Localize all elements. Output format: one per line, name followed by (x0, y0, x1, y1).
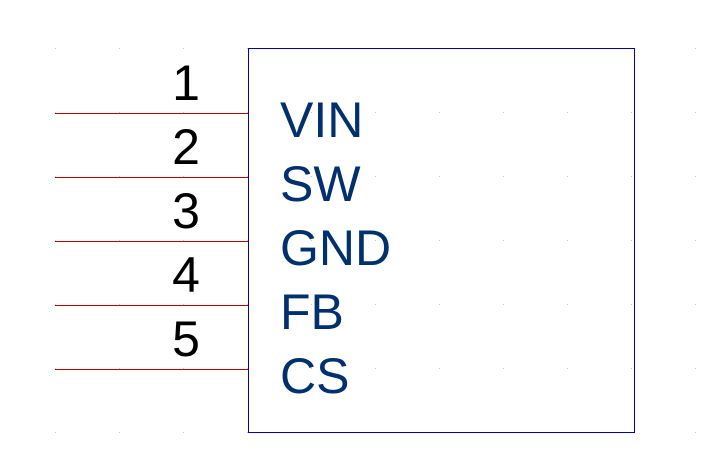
grid-dot (503, 240, 504, 241)
grid-dot (503, 176, 504, 177)
grid-dot (55, 432, 56, 433)
grid-dot (695, 304, 696, 305)
grid-dot (439, 368, 440, 369)
grid-dot (183, 48, 184, 49)
grid-dot (695, 48, 696, 49)
grid-dot (375, 112, 376, 113)
grid-dot (375, 304, 376, 305)
pin-2[interactable]: 2 SW (55, 119, 361, 212)
grid-dot (183, 304, 184, 305)
grid-dot (631, 176, 632, 177)
grid-dot (247, 304, 248, 305)
pin-5[interactable]: 5 CS (55, 311, 349, 404)
pin-4-number: 4 (172, 247, 200, 303)
grid-dot (631, 304, 632, 305)
grid-dot (311, 176, 312, 177)
grid-dot (119, 112, 120, 113)
pin-5-name: CS (280, 348, 349, 404)
grid-dot (311, 304, 312, 305)
component-body[interactable] (248, 48, 635, 433)
grid-dot (119, 432, 120, 433)
grid-dot (183, 112, 184, 113)
pin-4-name: FB (280, 284, 344, 340)
grid-dot (119, 176, 120, 177)
pin-3-name: GND (280, 220, 391, 276)
grid-dot (567, 368, 568, 369)
grid-dot (183, 368, 184, 369)
grid-dot (247, 176, 248, 177)
pin-5-number: 5 (172, 311, 200, 367)
grid-dot (183, 432, 184, 433)
grid-dot (567, 240, 568, 241)
pin-1-name: VIN (280, 92, 363, 148)
pin-2-number: 2 (172, 119, 200, 175)
grid-dot (55, 240, 56, 241)
grid-dot (375, 240, 376, 241)
grid-dot (311, 240, 312, 241)
grid-dot (375, 368, 376, 369)
grid-dot (695, 432, 696, 433)
grid-dot (695, 368, 696, 369)
grid-dot (247, 240, 248, 241)
grid-dot (439, 112, 440, 113)
grid-dot (567, 176, 568, 177)
grid-dot (439, 240, 440, 241)
grid-dot (247, 48, 248, 49)
grid-dot (503, 112, 504, 113)
grid-dot (119, 48, 120, 49)
grid-dot (183, 176, 184, 177)
grid-dot (631, 368, 632, 369)
grid-dot (55, 48, 56, 49)
grid-dot (247, 432, 248, 433)
grid-dot (119, 368, 120, 369)
pin-3-number: 3 (172, 183, 200, 239)
grid-dot (247, 368, 248, 369)
grid-dot (55, 112, 56, 113)
grid-dot (695, 112, 696, 113)
grid-dot (503, 304, 504, 305)
pin-2-name: SW (280, 156, 361, 212)
grid-dot (631, 240, 632, 241)
grid-dot (503, 368, 504, 369)
grid-dot (311, 368, 312, 369)
grid-dot (55, 368, 56, 369)
grid-dot (55, 304, 56, 305)
grid-dot (55, 176, 56, 177)
grid-dot (375, 176, 376, 177)
grid-dot (119, 240, 120, 241)
pin-1-number: 1 (172, 55, 200, 111)
grid-dot (631, 112, 632, 113)
grid-dot (183, 240, 184, 241)
grid-dot (119, 304, 120, 305)
grid-dot (439, 304, 440, 305)
grid-dot (247, 112, 248, 113)
pin-3[interactable]: 3 GND (55, 183, 391, 276)
grid-dot (311, 112, 312, 113)
grid-dot (439, 176, 440, 177)
grid-dot (695, 240, 696, 241)
grid-dot (567, 304, 568, 305)
pin-1[interactable]: 1 VIN (55, 55, 363, 148)
grid-dot (567, 112, 568, 113)
pin-4[interactable]: 4 FB (55, 247, 344, 340)
grid-dot (695, 176, 696, 177)
